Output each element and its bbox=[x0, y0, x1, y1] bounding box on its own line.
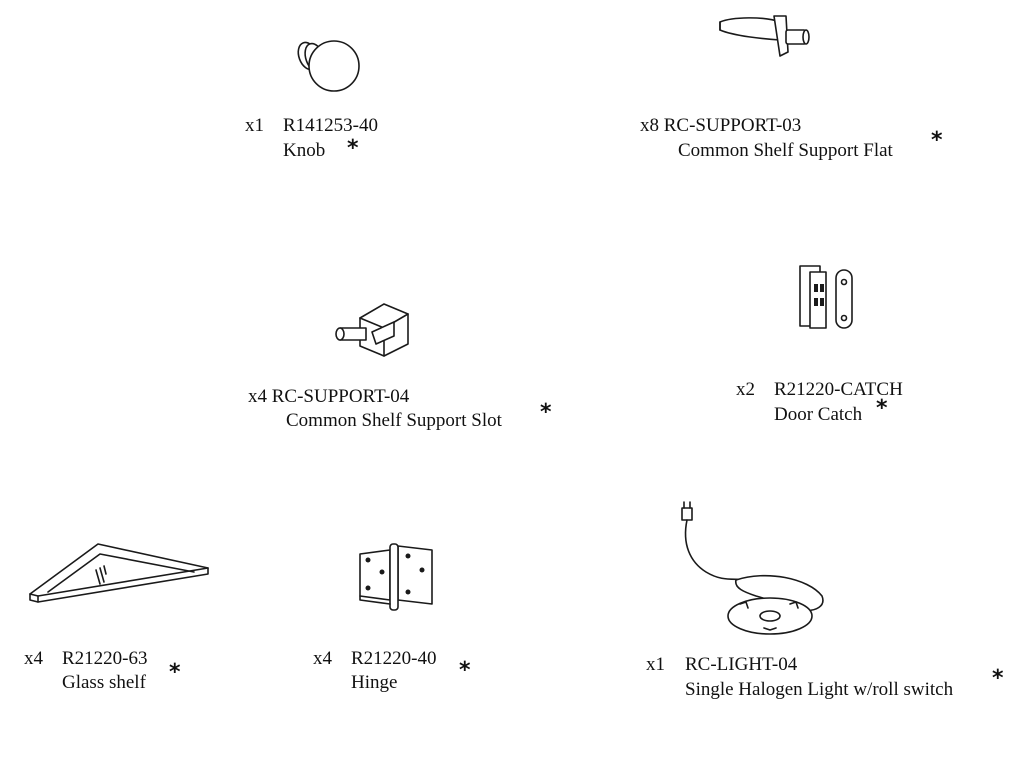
note-asterisk: * bbox=[540, 400, 552, 425]
part-qty: x4 bbox=[313, 648, 332, 669]
part-qty: x2 bbox=[736, 379, 755, 400]
part-qty: x8 bbox=[640, 115, 659, 136]
part-qty: x1 bbox=[245, 115, 264, 136]
part-name: Common Shelf Support Slot bbox=[286, 410, 502, 431]
part-name: Glass shelf bbox=[62, 672, 146, 693]
note-asterisk: * bbox=[347, 136, 359, 161]
note-asterisk: * bbox=[931, 128, 943, 153]
halogen-light-icon bbox=[681, 501, 824, 635]
note-asterisk: * bbox=[459, 658, 471, 683]
part-code: R141253-40 bbox=[283, 115, 378, 136]
part-code: RC-SUPPORT-04 bbox=[271, 386, 410, 407]
note-asterisk: * bbox=[876, 396, 888, 421]
part-qty: x1 bbox=[646, 654, 665, 675]
hinge-icon bbox=[359, 543, 433, 611]
glass-shelf-icon bbox=[29, 543, 209, 603]
shelf-support-slot-icon bbox=[335, 303, 409, 357]
part-code: R21220-CATCH bbox=[774, 379, 903, 400]
part-qty: x4 bbox=[248, 386, 267, 407]
part-qty: x4 bbox=[24, 648, 43, 669]
note-asterisk: * bbox=[169, 660, 181, 685]
part-code: R21220-40 bbox=[351, 648, 437, 669]
shelf-support-flat-icon bbox=[719, 15, 810, 57]
part-name: Common Shelf Support Flat bbox=[678, 140, 893, 161]
door-catch-icon bbox=[799, 265, 853, 329]
part-name: Knob bbox=[283, 140, 326, 161]
knob-icon bbox=[297, 40, 360, 92]
part-code: RC-LIGHT-04 bbox=[685, 654, 798, 675]
part-code: RC-SUPPORT-03 bbox=[663, 115, 802, 136]
part-name: Single Halogen Light w/roll switch bbox=[685, 679, 954, 700]
note-asterisk: * bbox=[992, 666, 1004, 691]
part-name: Door Catch bbox=[774, 404, 863, 425]
part-name: Hinge bbox=[351, 672, 398, 693]
part-code: R21220-63 bbox=[62, 648, 148, 669]
